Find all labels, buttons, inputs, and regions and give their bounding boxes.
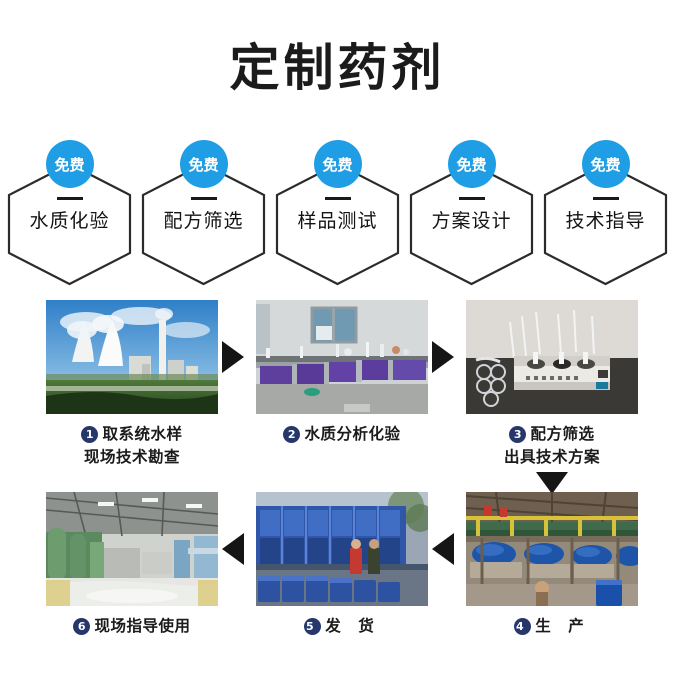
step-label-line1: 配方筛选 (530, 425, 595, 443)
hexagon-outline-icon (408, 162, 535, 286)
service-hexagon-1[interactable]: 水质化验 免费 (6, 140, 133, 286)
service-label: 方案设计 (431, 210, 512, 232)
free-badge: 免费 (179, 140, 228, 188)
hexagon-divider (190, 197, 217, 200)
step-label-line2: 出具技术方案 (503, 448, 600, 466)
arrow-step3-to-step4-icon (536, 472, 568, 494)
arrow-step2-to-step3-icon (432, 341, 454, 373)
hexagon-outline-icon (140, 162, 267, 286)
service-label: 水质化验 (29, 210, 110, 232)
hexagon-divider (458, 197, 485, 200)
step-number-badge: 6 (73, 618, 91, 635)
step-label-line1: 发 货 (325, 617, 380, 635)
hexagon-outline-icon (6, 162, 133, 286)
hexagon-outline-icon (542, 162, 669, 286)
step-number-badge: 2 (283, 426, 301, 443)
service-label: 技术指导 (565, 210, 646, 232)
hexagon-outline-icon (274, 162, 401, 286)
hexagon-divider (56, 197, 83, 200)
hexagon-divider (324, 197, 351, 200)
step-label-line1: 生 产 (535, 617, 590, 635)
step-label-line1: 取系统水样 (102, 425, 183, 443)
step-number-badge: 4 (514, 618, 532, 635)
step-number-badge: 5 (304, 618, 322, 635)
production-plant-reactors-photo (466, 492, 638, 606)
service-label: 配方筛选 (163, 210, 244, 232)
free-services-row: 水质化验 免费 配方筛选 免费 样品测试 免费 方案设计 免费 (0, 140, 675, 290)
hexagon-divider (592, 197, 619, 200)
page-title: 定制药剂 (229, 39, 446, 97)
service-hexagon-3[interactable]: 样品测试 免费 (274, 140, 401, 286)
shipping-blue-drums-photo (256, 492, 428, 606)
step-number-badge: 1 (81, 426, 99, 443)
service-label: 样品测试 (297, 210, 378, 232)
power-plant-cooling-towers-photo (46, 300, 218, 414)
arrow-step1-to-step2-icon (222, 341, 244, 373)
step-number-badge: 3 (509, 426, 527, 443)
free-badge: 免费 (45, 140, 94, 188)
service-hexagon-5[interactable]: 技术指导 免费 (542, 140, 669, 286)
free-badge: 免费 (447, 140, 496, 188)
lab-testing-apparatus-photo (466, 300, 638, 414)
step-label-line1: 现场指导使用 (94, 617, 191, 635)
service-hexagon-2[interactable]: 配方筛选 免费 (140, 140, 267, 286)
water-treatment-facility-photo (46, 492, 218, 606)
service-hexagon-4[interactable]: 方案设计 免费 (408, 140, 535, 286)
laboratory-bench-photo (256, 300, 428, 414)
arrow-step5-to-step6-icon (222, 533, 244, 565)
free-badge: 免费 (313, 140, 362, 188)
step-label-line2: 现场技术勘查 (83, 448, 180, 466)
step-label-line1: 水质分析化验 (304, 425, 401, 443)
free-badge: 免费 (581, 140, 630, 188)
arrow-step4-to-step5-icon (432, 533, 454, 565)
